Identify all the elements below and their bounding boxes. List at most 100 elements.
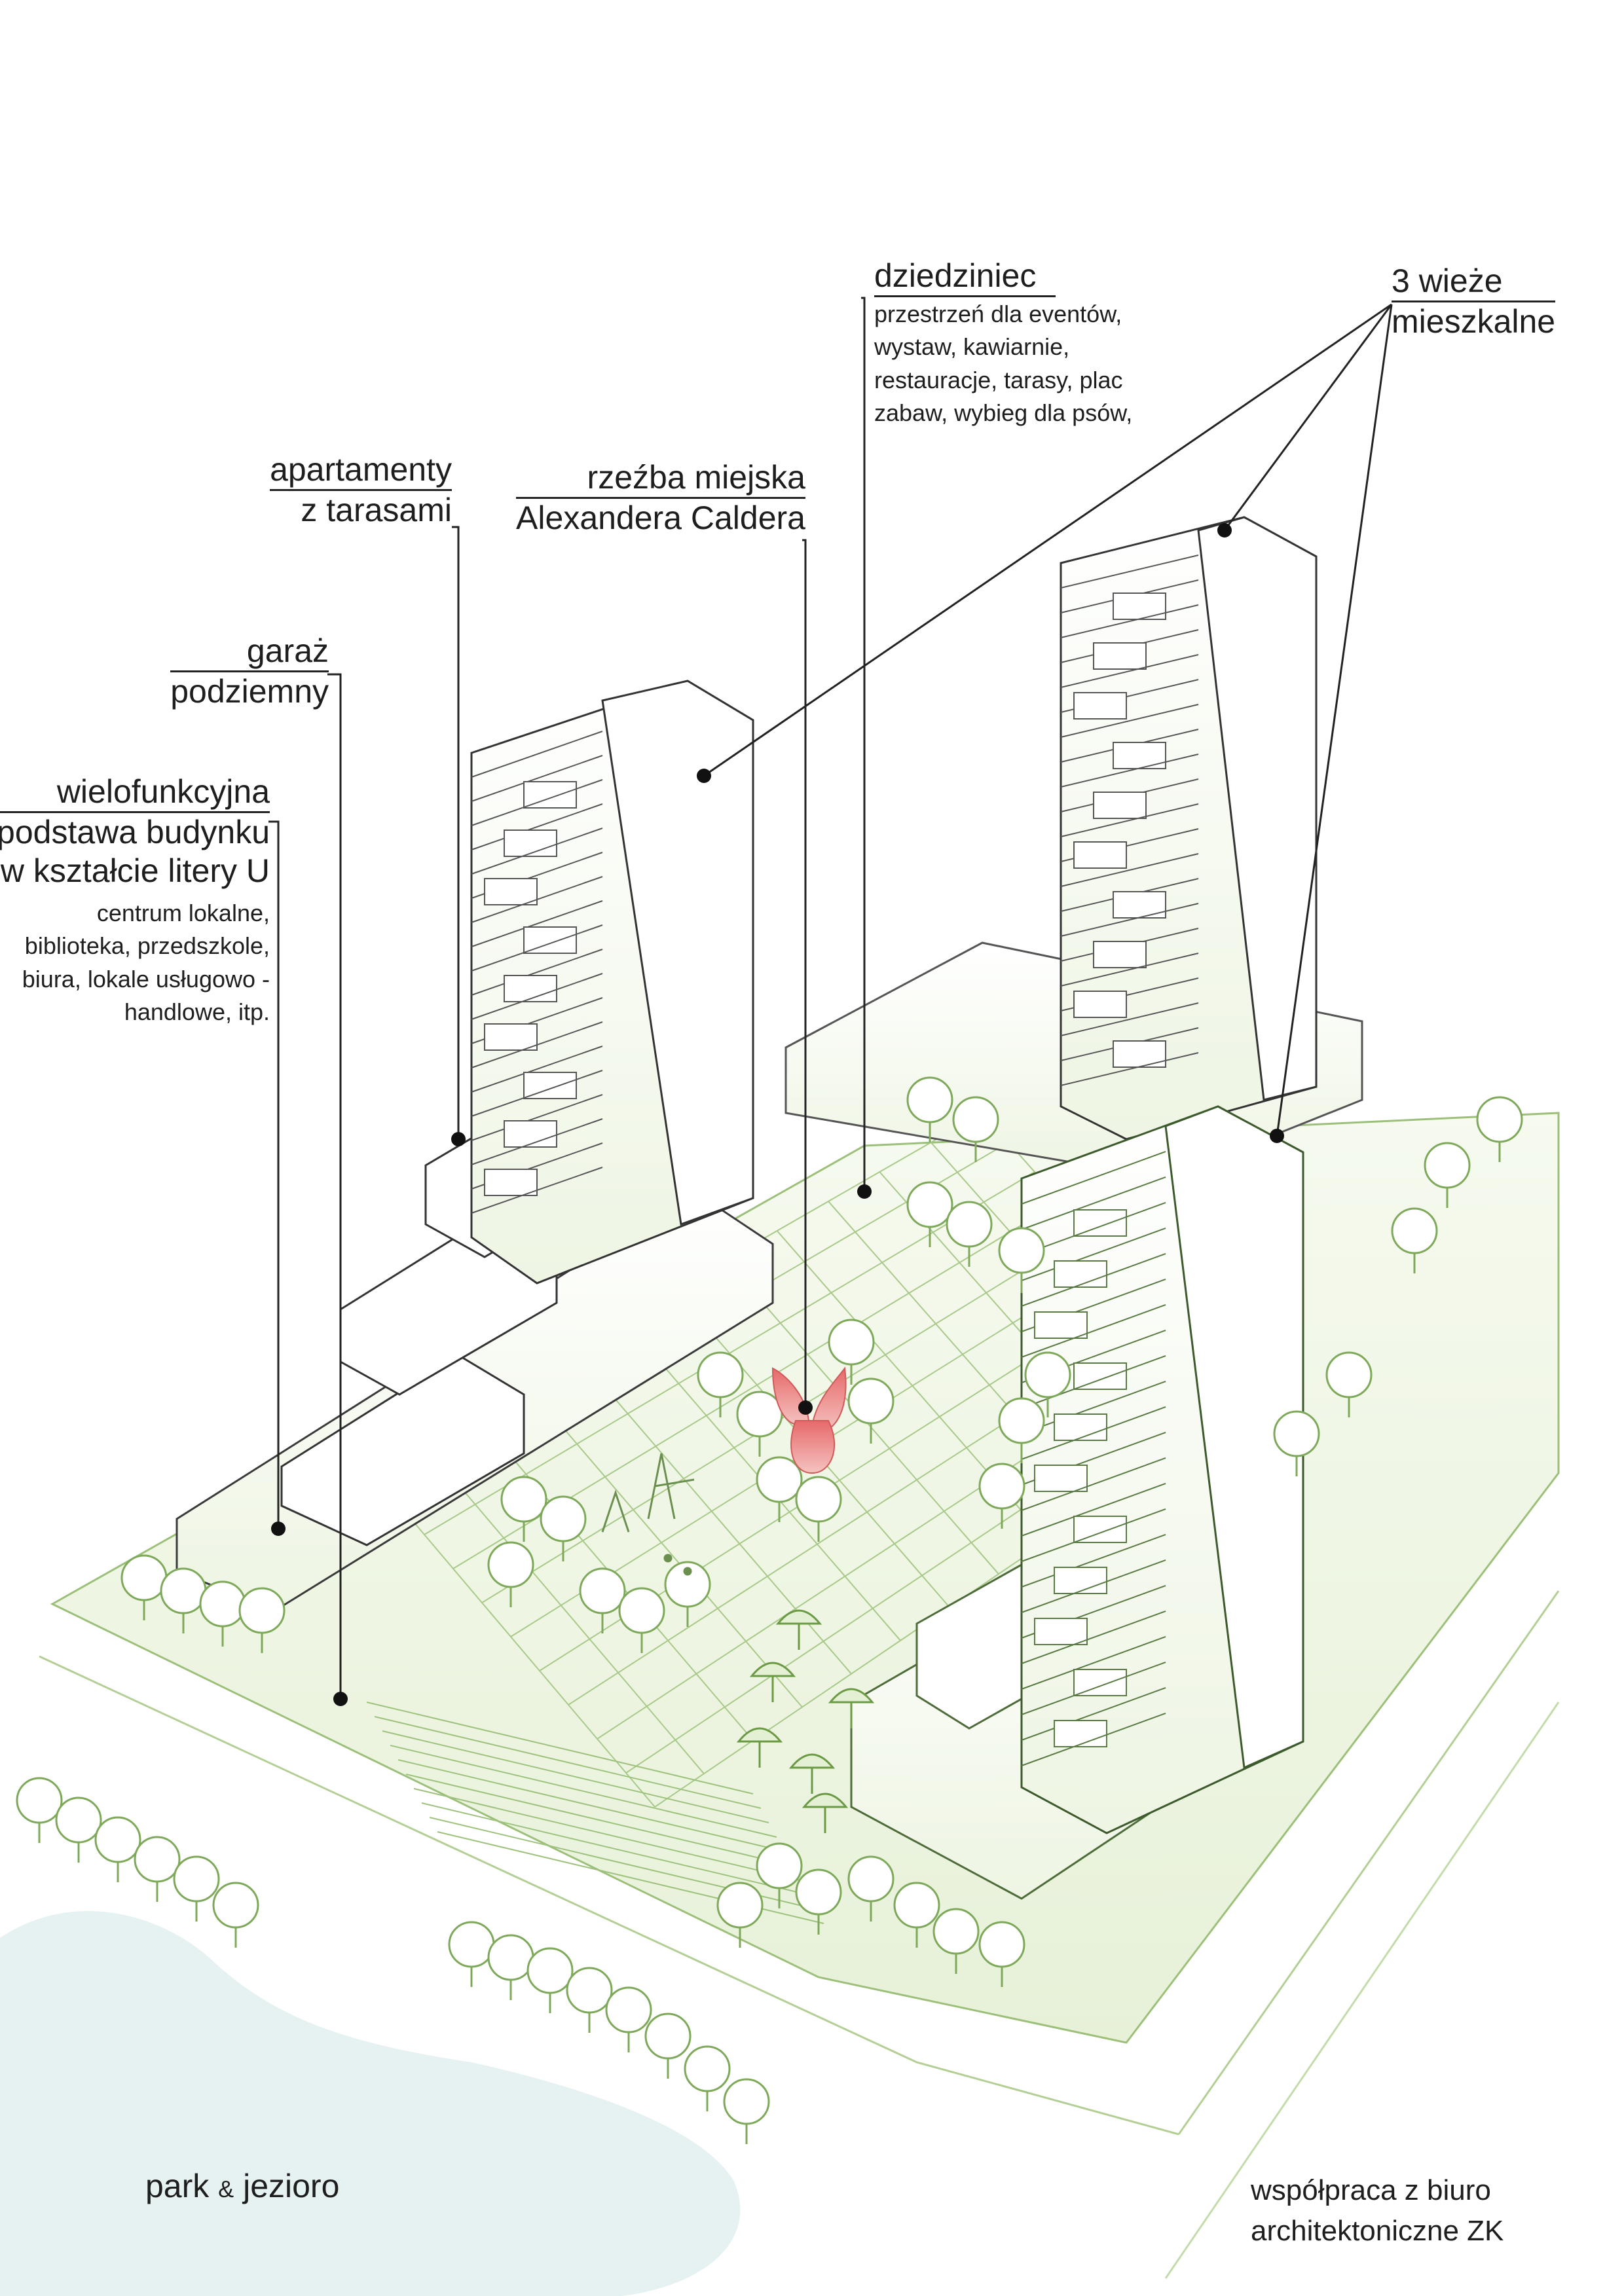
label-line: zabaw, wybieg dla psów, bbox=[874, 399, 1133, 427]
floor-line bbox=[471, 1094, 603, 1141]
floor-line bbox=[471, 949, 603, 996]
tree-crown bbox=[1424, 1142, 1471, 1189]
umbrella-icon bbox=[736, 1727, 783, 1768]
floor-line bbox=[1060, 1052, 1199, 1086]
umbrella-canopy bbox=[749, 1662, 796, 1677]
stair-step bbox=[390, 1745, 777, 1838]
balcony bbox=[1093, 792, 1147, 819]
label-line: w kształcie litery U bbox=[0, 852, 270, 889]
tree-icon bbox=[644, 2013, 692, 2079]
tree-crown bbox=[716, 1882, 764, 1929]
floor-line bbox=[1021, 1457, 1166, 1511]
tree-icon bbox=[906, 1076, 953, 1142]
tree-crown bbox=[526, 1947, 574, 1994]
tree-crown bbox=[952, 1096, 999, 1143]
floor-line bbox=[1021, 1483, 1166, 1537]
tree-crown bbox=[697, 1351, 744, 1398]
balcony bbox=[1113, 592, 1166, 620]
tree-crown bbox=[847, 1855, 895, 1903]
tree-icon bbox=[952, 1096, 999, 1162]
tree-crown bbox=[756, 1456, 803, 1503]
tree-crown bbox=[906, 1181, 953, 1228]
balcony bbox=[1073, 1209, 1127, 1237]
floor-line bbox=[471, 1046, 603, 1093]
balcony bbox=[1054, 1413, 1107, 1441]
balcony bbox=[484, 1023, 538, 1051]
label-line: wielofunkcyjna bbox=[0, 773, 270, 813]
balcony bbox=[1073, 841, 1127, 869]
tree-crown bbox=[134, 1836, 181, 1883]
label-line: podstawa budynku bbox=[0, 814, 270, 850]
floor-line bbox=[471, 900, 603, 947]
trees bbox=[16, 1076, 1523, 2144]
umbrella-canopy bbox=[828, 1688, 875, 1704]
tree-icon bbox=[756, 1456, 803, 1522]
floor-line bbox=[471, 828, 603, 875]
label-dziedziniec-title: dziedziniec bbox=[874, 257, 1056, 297]
label-line: mieszkalne bbox=[1392, 303, 1556, 340]
umbrella-icon bbox=[788, 1753, 836, 1794]
tree-icon bbox=[736, 1391, 783, 1457]
cafe-umbrellas bbox=[736, 1609, 875, 1833]
tree-icon bbox=[1476, 1096, 1523, 1162]
tree-crown bbox=[55, 1796, 102, 1844]
footer-park: park bbox=[145, 2168, 210, 2204]
tree-crown bbox=[500, 1476, 547, 1523]
tree-crown bbox=[448, 1921, 495, 1968]
tower-back bbox=[1060, 516, 1318, 1140]
tree-crown bbox=[238, 1587, 286, 1634]
balcony bbox=[1113, 1040, 1166, 1068]
tree-crown bbox=[906, 1076, 953, 1123]
tree-icon bbox=[134, 1836, 181, 1902]
tower-front bbox=[1020, 1105, 1304, 1834]
label-dziedziniec-details: przestrzeń dla eventów, wystaw, kawiarni… bbox=[874, 298, 1132, 430]
tree-icon bbox=[946, 1201, 993, 1267]
tree-crown bbox=[723, 2078, 770, 2125]
footer-credit-line: architektoniczne ZK bbox=[1251, 2214, 1504, 2247]
floor-line bbox=[1060, 953, 1199, 987]
floor-line bbox=[1021, 1176, 1166, 1230]
label-podstawa-title: wielofunkcyjna podstawa budynku w kształ… bbox=[0, 773, 270, 890]
label-line: Alexandera Caldera bbox=[516, 500, 805, 536]
umbrella-icon bbox=[828, 1688, 875, 1728]
tree-crown bbox=[540, 1495, 587, 1542]
umbrella-canopy bbox=[775, 1609, 822, 1625]
floor-line bbox=[471, 779, 603, 826]
street-edge bbox=[1164, 1702, 1560, 2279]
tree-crown bbox=[173, 1855, 220, 1903]
tree-crown bbox=[893, 1882, 940, 1929]
tree-icon bbox=[1424, 1142, 1471, 1208]
balcony bbox=[1113, 742, 1166, 769]
tree-crown bbox=[579, 1567, 626, 1614]
balcony bbox=[1073, 1516, 1127, 1543]
umbrella-canopy bbox=[736, 1727, 783, 1743]
label-line: handlowe, itp. bbox=[124, 998, 270, 1026]
street-edge bbox=[39, 1655, 1179, 2136]
tree-icon bbox=[893, 1882, 940, 1948]
tree-icon bbox=[716, 1882, 764, 1948]
tree-icon bbox=[579, 1567, 626, 1633]
footer-amp: & bbox=[218, 2176, 234, 2202]
balcony bbox=[484, 878, 538, 905]
floor-line bbox=[1021, 1534, 1166, 1588]
label-line: przestrzeń dla eventów, bbox=[874, 301, 1122, 327]
playground bbox=[601, 1453, 695, 1576]
label-line: wystaw, kawiarnie, bbox=[874, 333, 1070, 361]
leader-dots bbox=[271, 523, 1284, 1706]
tree-crown bbox=[120, 1554, 168, 1601]
tree-crown bbox=[644, 2013, 692, 2060]
tree-crown bbox=[1273, 1410, 1320, 1457]
tower-left bbox=[470, 680, 754, 1285]
floor-line bbox=[471, 1167, 603, 1214]
tree-icon bbox=[978, 1921, 1025, 1987]
tree-crown bbox=[487, 1934, 534, 1981]
tree-crown bbox=[998, 1397, 1045, 1444]
umbrella-icon bbox=[775, 1609, 822, 1650]
balcony bbox=[1073, 991, 1127, 1018]
tree-icon bbox=[795, 1476, 842, 1542]
balcony bbox=[504, 829, 557, 857]
floor-line bbox=[1021, 1355, 1166, 1409]
floor-line bbox=[1021, 1713, 1166, 1766]
tree-crown bbox=[795, 1868, 842, 1916]
